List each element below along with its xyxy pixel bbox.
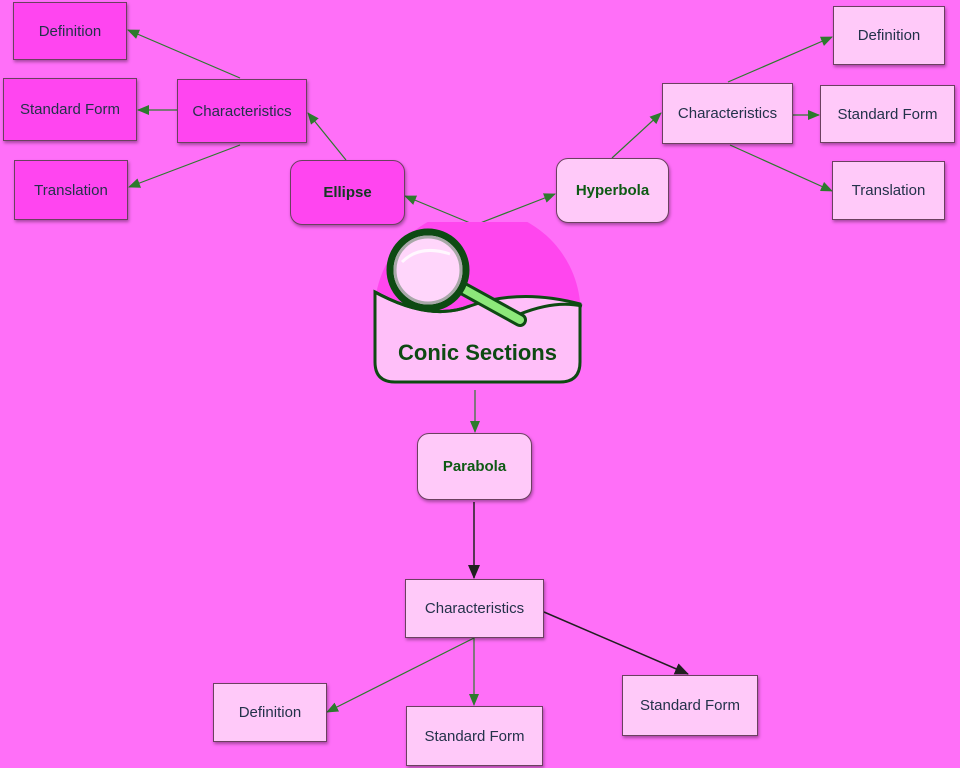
- hyperbola-translation-node[interactable]: Translation: [832, 161, 945, 220]
- link-center-hyperbola: [474, 193, 556, 226]
- link-hyperbola-char-definition: [727, 36, 833, 83]
- parabola-standard-form-node-1[interactable]: Standard Form: [406, 706, 543, 766]
- magnifier-icon: [373, 209, 583, 384]
- link-ellipse-char-translation: [128, 144, 241, 188]
- link-ellipse-characteristics: [307, 112, 347, 161]
- ellipse-translation-node[interactable]: Translation: [14, 160, 128, 220]
- ellipse-standard-form-node[interactable]: Standard Form: [3, 78, 137, 141]
- link-hyperbola-characteristics: [611, 112, 662, 159]
- parabola-definition-node[interactable]: Definition: [213, 683, 327, 742]
- hyperbola-characteristics-node[interactable]: Characteristics: [662, 83, 793, 144]
- ellipse-definition-node[interactable]: Definition: [13, 2, 127, 60]
- hyperbola-node[interactable]: Hyperbola: [556, 158, 669, 223]
- ellipse-characteristics-node[interactable]: Characteristics: [177, 79, 307, 143]
- link-parabola-char-definition: [326, 637, 475, 713]
- link-ellipse-char-definition: [127, 29, 241, 79]
- hyperbola-standard-form-node[interactable]: Standard Form: [820, 85, 955, 143]
- parabola-standard-form-node-2[interactable]: Standard Form: [622, 675, 758, 736]
- central-topic[interactable]: [370, 209, 585, 392]
- link-hyperbola-char-translation: [729, 144, 833, 192]
- parabola-characteristics-node[interactable]: Characteristics: [405, 579, 544, 638]
- central-topic-label: Conic Sections: [398, 340, 557, 365]
- ellipse-node[interactable]: Ellipse: [290, 160, 405, 225]
- link-center-ellipse: [404, 195, 476, 226]
- hyperbola-definition-node[interactable]: Definition: [833, 6, 945, 65]
- parabola-node[interactable]: Parabola: [417, 433, 532, 500]
- link-parabola-char-standard-form-2: [543, 611, 689, 675]
